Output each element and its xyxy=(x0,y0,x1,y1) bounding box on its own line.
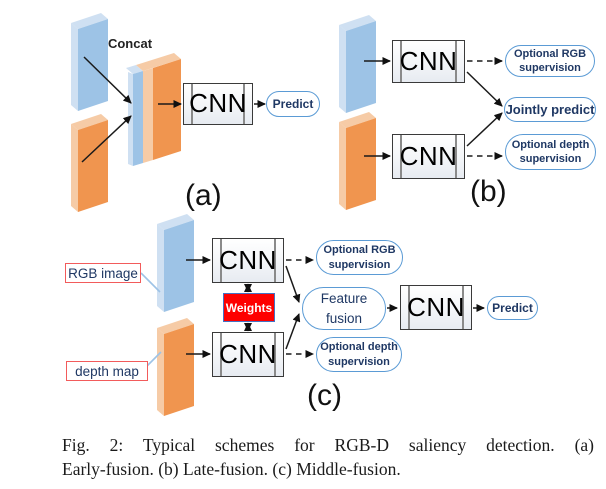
slab-left-face xyxy=(157,224,164,312)
cnn-box-right-rule xyxy=(243,84,245,124)
caption-line-2: Early-fusion. (b) Late-fusion. (c) Middl… xyxy=(62,458,401,479)
cnn-label: CNN xyxy=(219,338,277,369)
concat-orange-front xyxy=(153,59,181,160)
cnn-box-right-rule xyxy=(274,333,276,376)
slab-top-face xyxy=(339,112,376,128)
weights-box: Weights xyxy=(223,293,275,322)
cnn-box-left-rule xyxy=(191,84,193,124)
panel-label-a: (a) xyxy=(185,179,222,212)
feature-fusion-node: Feature fusion xyxy=(302,287,386,330)
optional-depth-supervision-node-b: Optional depth supervision xyxy=(505,134,596,170)
concat-top-orange xyxy=(136,53,181,71)
predict-node-a: Predict xyxy=(266,91,320,117)
slab-left-face xyxy=(157,328,164,416)
rgb-feature-slab-b xyxy=(339,15,376,113)
slab-top-face xyxy=(71,114,108,130)
concat-orange-strip xyxy=(143,68,153,163)
panel-label-b: (b) xyxy=(470,175,507,208)
arrow-cnn-bottom-to-fusion xyxy=(285,313,301,350)
arrow-cnn-bottom-to-jointly xyxy=(466,112,503,147)
cnn-box-left-rule xyxy=(400,41,402,82)
feature-fusion-label: Feature fusion xyxy=(320,290,368,326)
cnn-box-left-rule xyxy=(408,286,410,329)
slab-front-face xyxy=(164,220,194,312)
cnn-box-right-rule xyxy=(455,135,457,178)
cnn-label: CNN xyxy=(189,88,247,118)
slab-left-face xyxy=(71,23,78,111)
cnn-box-b-depth: CNN xyxy=(392,134,465,179)
depth-feature-slab-c xyxy=(157,318,194,416)
concat-blue-strip xyxy=(133,71,143,166)
arrow-rgb-to-concat xyxy=(83,56,132,104)
slab-top-face xyxy=(157,214,194,230)
cnn-box-right-rule xyxy=(462,286,464,329)
cnn-box-left-rule xyxy=(220,239,222,282)
caption-line-1: Fig. 2: Typical schemes for RGB-D salien… xyxy=(62,435,594,455)
cnn-box-c-rgb: CNN xyxy=(212,238,284,283)
cnn-box-right-rule xyxy=(274,239,276,282)
cnn-label: CNN xyxy=(399,45,458,76)
arrow-depth-to-concat xyxy=(81,115,132,163)
optional-depth-supervision-node-c: Optional depth supervision xyxy=(316,337,402,372)
figure-caption: Fig. 2: Typical schemes for RGB-D salien… xyxy=(62,434,594,481)
rgb-label-connector xyxy=(140,272,161,293)
cnn-box-c-depth: CNN xyxy=(212,332,284,377)
slab-top-face xyxy=(339,15,376,31)
slab-front-face xyxy=(78,120,108,212)
depth-map-label-box: depth map xyxy=(66,361,148,381)
jointly-predict-node: Jointly predict xyxy=(504,97,596,122)
depth-feature-slab-a xyxy=(71,114,108,212)
cnn-label: CNN xyxy=(399,140,458,171)
concat-top-blue xyxy=(126,65,143,74)
optional-rgb-supervision-node-c: Optional RGB supervision xyxy=(316,240,403,275)
slab-front-face xyxy=(346,21,376,113)
slab-left-face xyxy=(339,25,346,113)
slab-top-face xyxy=(71,13,108,29)
slab-front-face xyxy=(346,118,376,210)
predict-node-c: Predict xyxy=(487,296,538,320)
rgb-feature-slab-c xyxy=(157,214,194,312)
concat-label: Concat xyxy=(107,36,153,51)
panel-label-c: (c) xyxy=(307,379,342,412)
cnn-box-left-rule xyxy=(220,333,222,376)
optional-rgb-supervision-node-b: Optional RGB supervision xyxy=(505,45,595,77)
concat-slab-a xyxy=(126,53,181,166)
cnn-box-right-rule xyxy=(455,41,457,82)
arrow-cnn-top-to-jointly xyxy=(466,71,503,107)
slab-left-face xyxy=(71,124,78,212)
cnn-box-c-fusion: CNN xyxy=(400,285,472,330)
cnn-label: CNN xyxy=(219,244,277,275)
rgb-image-label-box: RGB image xyxy=(65,263,141,283)
slab-top-face xyxy=(157,318,194,334)
arrow-cnn-top-to-fusion xyxy=(285,265,301,303)
slab-left-face xyxy=(339,122,346,210)
depth-feature-slab-b xyxy=(339,112,376,210)
cnn-box-b-rgb: CNN xyxy=(392,40,465,83)
depth-label-connector xyxy=(145,351,162,368)
cnn-label: CNN xyxy=(407,291,465,322)
slab-front-face xyxy=(164,324,194,416)
cnn-box-a: CNN xyxy=(183,83,253,125)
cnn-box-left-rule xyxy=(400,135,402,178)
